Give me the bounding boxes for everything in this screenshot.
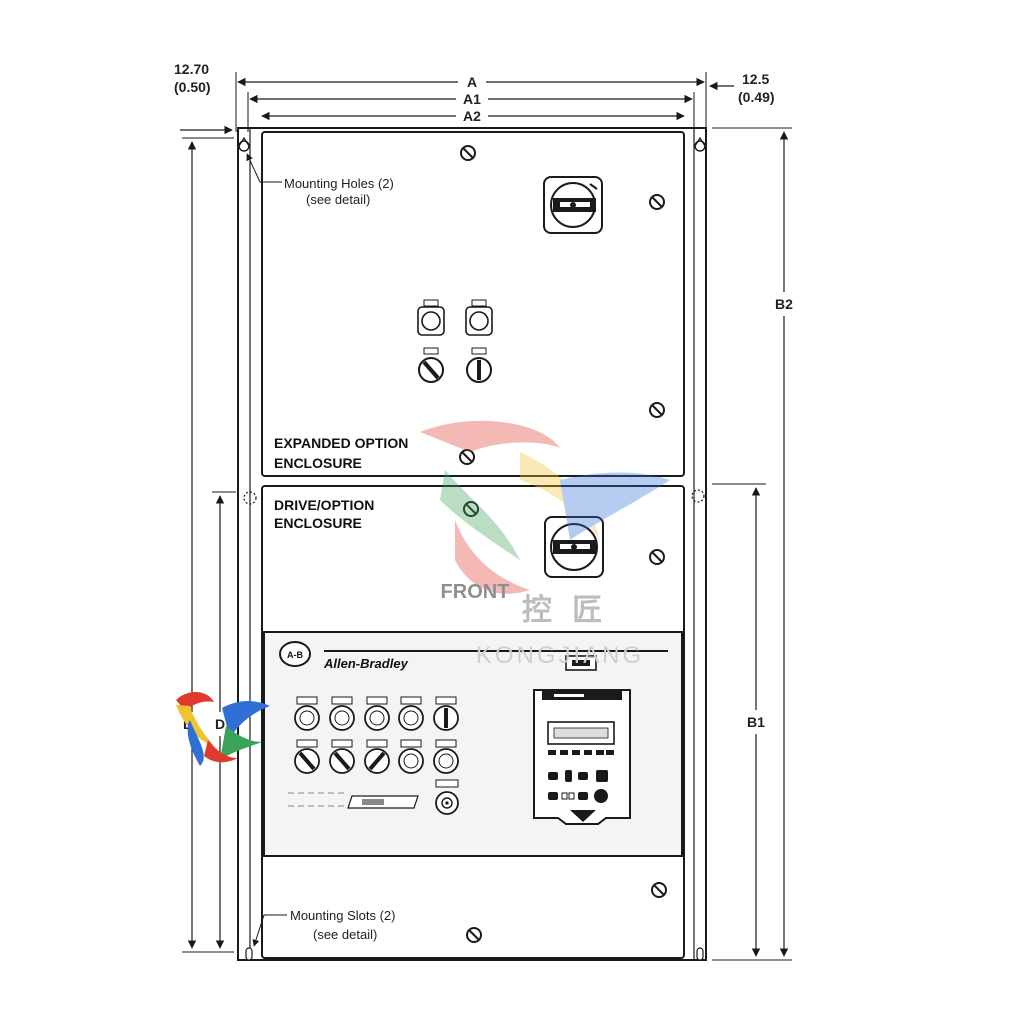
dimension-d-inner-label: D: [215, 716, 225, 732]
mounting-holes-callout: Mounting Holes (2) (see detail): [246, 153, 394, 207]
selector-switch-icon[interactable]: [466, 347, 492, 383]
dimension-b2: B2: [712, 127, 793, 961]
screw-icon: [466, 927, 482, 943]
pilot-light-icon: [329, 696, 355, 731]
key-switch-icon[interactable]: [435, 779, 459, 815]
mounting-slot-icon: [696, 947, 704, 961]
right-offset-in: (0.49): [738, 89, 775, 105]
pilot-light-icon: [417, 299, 445, 336]
left-offset-in: (0.50): [174, 79, 211, 95]
screw-icon: [651, 882, 667, 898]
dimension-a1-label: A1: [463, 91, 481, 107]
mounting-hole-icon: [243, 491, 257, 505]
disconnect-handle-icon[interactable]: [544, 516, 604, 578]
drive-enclosure-title-line2: ENCLOSURE: [274, 515, 362, 531]
drive-option-enclosure: DRIVE/OPTION ENCLOSURE A-B Allen-Bradley: [261, 485, 685, 959]
allen-bradley-logo-icon: A-B: [279, 641, 311, 667]
drive-enclosure-title-line1: DRIVE/OPTION: [274, 497, 374, 513]
screw-icon: [459, 449, 475, 465]
nameplate-label: [288, 792, 419, 809]
dimension-d-inner: D: [212, 491, 236, 949]
pilot-light-icon: [294, 696, 320, 731]
selector-switch-icon[interactable]: [294, 739, 320, 774]
right-offset-dimension: 12.5 (0.49): [709, 71, 775, 105]
selector-switch-icon[interactable]: [329, 739, 355, 774]
logo-text: A-B: [287, 650, 303, 660]
mounting-slots-label: Mounting Slots (2): [290, 908, 396, 923]
selector-switch-icon[interactable]: [364, 739, 390, 774]
right-offset-mm: 12.5: [742, 71, 769, 87]
brand-name: Allen-Bradley: [323, 656, 409, 671]
watermark-logo-icon: [420, 420, 560, 452]
screw-icon: [460, 145, 476, 161]
screw-icon: [649, 194, 665, 210]
dimension-a: A: [237, 74, 705, 90]
pilot-light-icon: [465, 299, 493, 336]
mounting-hole-icon: [238, 136, 250, 152]
dimension-a1: A1: [249, 91, 693, 107]
control-row-bottom: [294, 739, 459, 774]
disconnect-handle-icon[interactable]: [543, 176, 603, 234]
pilot-light-icon: [398, 739, 424, 774]
dimension-b1: B1: [712, 483, 766, 957]
mounting-slots-note: (see detail): [313, 927, 377, 942]
mounting-slot-icon: [245, 947, 253, 961]
left-offset-dimension: 12.70 (0.50): [174, 61, 233, 135]
brand-badge-icon: [176, 691, 270, 766]
mounting-slots-callout: Mounting Slots (2) (see detail): [252, 908, 396, 947]
selector-switch-icon[interactable]: [418, 347, 444, 383]
expanded-option-enclosure: EXPANDED OPTION ENCLOSURE: [261, 131, 685, 477]
him-keypad[interactable]: [533, 689, 631, 825]
watermark-front-label: FRONT: [441, 581, 510, 603]
enclosure-frame: [237, 127, 707, 961]
mounting-hole-icon: [691, 489, 705, 503]
mounting-holes-label: Mounting Holes (2): [284, 176, 394, 191]
selector-switch-icon[interactable]: [433, 696, 459, 731]
dimension-d-outer: D: [182, 137, 234, 953]
watermark-chinese: 控 匠: [522, 594, 608, 627]
pilot-light-icon: [398, 696, 424, 731]
pilot-light-icon: [364, 696, 390, 731]
dimension-b1-label: B1: [747, 714, 765, 730]
screw-icon: [463, 501, 479, 517]
watermark-latin: KONGJIANG: [476, 642, 644, 669]
dimension-a-label: A: [467, 74, 477, 90]
control-row-top: [294, 696, 459, 731]
dimension-a2-label: A2: [463, 108, 481, 124]
expanded-enclosure-title-line2: ENCLOSURE: [274, 455, 362, 471]
watermark: [420, 420, 670, 594]
screw-icon: [649, 549, 665, 565]
expanded-enclosure-title-line1: EXPANDED OPTION: [274, 435, 408, 451]
pilot-light-icon: [433, 739, 459, 774]
mounting-hole-icon: [694, 136, 706, 152]
dimension-b2-label: B2: [775, 296, 793, 312]
dimension-a2: A2: [261, 108, 685, 124]
drive-faceplate: A-B Allen-Bradley: [263, 631, 683, 857]
screw-icon: [649, 402, 665, 418]
mounting-holes-note: (see detail): [306, 192, 370, 207]
left-offset-mm: 12.70: [174, 61, 209, 77]
